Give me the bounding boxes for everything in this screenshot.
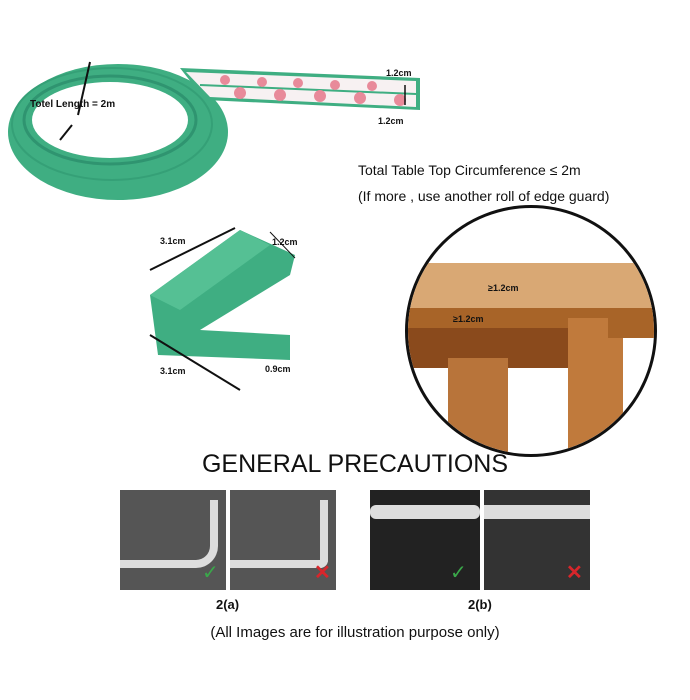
corner-guard-illustration bbox=[149, 227, 296, 391]
table-corner-photo: ≥1.2cm ≥1.2cm bbox=[405, 205, 657, 457]
check-icon: ✓ bbox=[450, 562, 467, 584]
illustration-disclaimer: (All Images are for illustration purpose… bbox=[210, 624, 500, 641]
table-top-label: ≥1.2cm bbox=[488, 283, 519, 293]
cross-icon: ✕ bbox=[566, 562, 583, 584]
precaution-2b-wrong-photo: ✕ bbox=[484, 490, 590, 590]
precautions-title: GENERAL PRECAUTIONS bbox=[201, 450, 509, 478]
precaution-2a-correct-photo: ✓ bbox=[120, 490, 226, 590]
edge-guard-roll-illustration bbox=[8, 61, 420, 200]
circumference-subnote: (If more , use another roll of edge guar… bbox=[358, 188, 610, 204]
precaution-2b-correct-photo: ✓ bbox=[370, 490, 480, 590]
roll-width-bottom-label: 1.2cm bbox=[378, 116, 404, 126]
circumference-note: Total Table Top Circumference ≤ 2m bbox=[358, 162, 581, 178]
corner-thickness-label: 0.9cm bbox=[265, 364, 291, 374]
cross-icon: ✕ bbox=[314, 562, 331, 584]
corner-bottom-length-label: 3.1cm bbox=[160, 366, 186, 376]
roll-width-top-label: 1.2cm bbox=[386, 68, 412, 78]
corner-top-length-label: 3.1cm bbox=[160, 236, 186, 246]
roll-length-label: Totel Length = 2m bbox=[30, 99, 116, 110]
group-2b-label: 2(b) bbox=[468, 597, 492, 612]
corner-top-width-label: 1.2cm bbox=[272, 237, 298, 247]
table-side-label: ≥1.2cm bbox=[453, 314, 484, 324]
check-icon: ✓ bbox=[202, 562, 219, 584]
precaution-2a-wrong-photo: ✕ bbox=[230, 490, 336, 590]
group-2a-label: 2(a) bbox=[216, 597, 240, 612]
